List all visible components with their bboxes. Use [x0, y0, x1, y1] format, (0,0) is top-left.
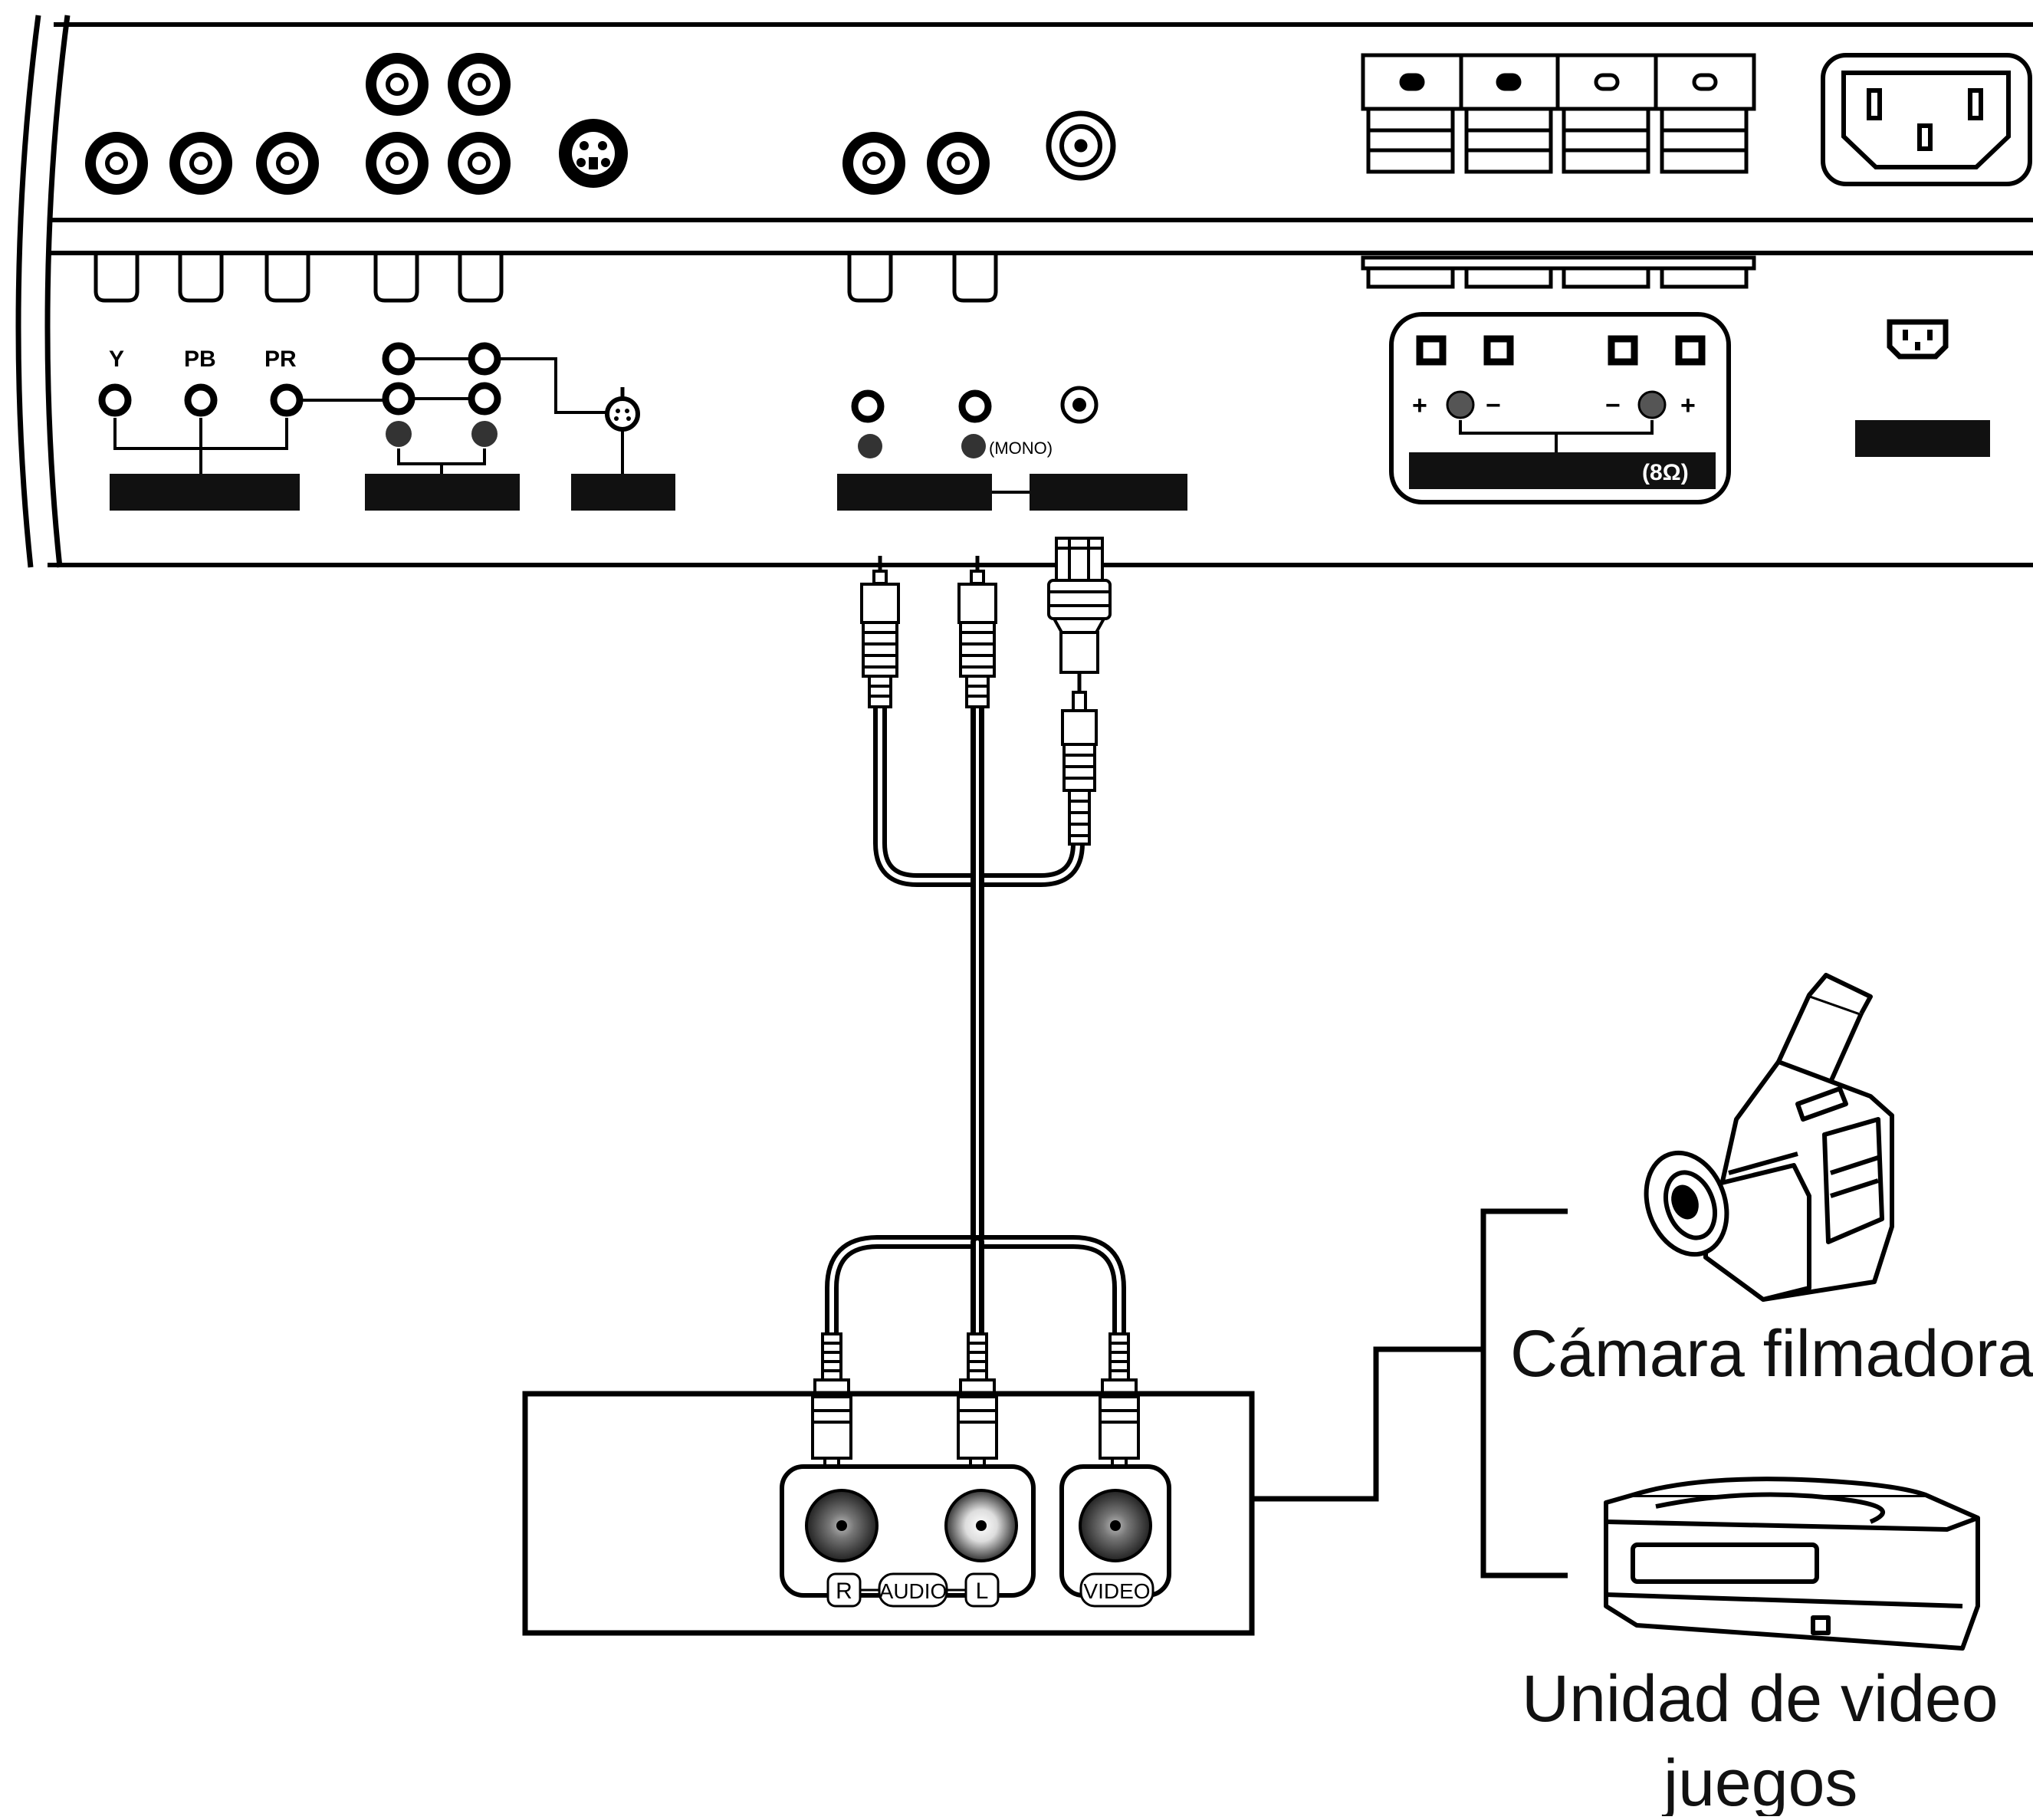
rca-jack-top — [85, 53, 1116, 195]
jack-label-audio: AUDIO — [879, 1579, 948, 1603]
label-pr: PR — [264, 347, 297, 372]
component-input-label-bar — [110, 474, 300, 511]
ac-input-label-bar — [1855, 420, 1990, 457]
component-input-group: Y PB PR — [98, 347, 387, 511]
s-video-jack-icon — [559, 119, 628, 188]
game-console-label-line2: juegos — [1661, 1746, 1857, 1816]
svg-text:−: − — [1605, 391, 1621, 420]
av-input-group: (MONO) — [837, 386, 1187, 511]
speaker-terminal-block — [1361, 53, 1756, 174]
power-socket-icon — [1821, 53, 2032, 186]
audio-input-label-bar — [365, 474, 520, 511]
speaker-label-bar — [1409, 452, 1716, 489]
external-av-device: R AUDIO L VIDEO — [522, 1391, 1255, 1636]
external-speaker-group: + − − + (8Ω) — [1389, 312, 1731, 504]
ac-input-group — [1855, 319, 1990, 457]
mono-label: (MONO) — [989, 439, 1053, 458]
device-bracket — [1252, 1208, 1568, 1579]
jack-label-video: VIDEO — [1083, 1579, 1150, 1603]
svg-text:+: + — [1412, 391, 1427, 420]
bnc-plug-icon — [1047, 537, 1112, 846]
label-pb: PB — [184, 347, 216, 372]
ohm-label: (8Ω) — [1642, 460, 1689, 485]
tv-rear-panel — [15, 15, 2033, 568]
audio-input-label-bar-2 — [837, 474, 992, 511]
s-video-label-bar — [571, 474, 675, 511]
av-cable — [825, 698, 1126, 1345]
svg-text:+: + — [1680, 391, 1696, 420]
video-input-label-bar — [1030, 474, 1187, 511]
jack-label-l: L — [976, 1579, 989, 1604]
svg-text:−: − — [1486, 391, 1501, 420]
game-console-label-line1: Unidad de video — [1522, 1662, 1999, 1736]
jack-housing-row — [94, 253, 1756, 303]
top-jack-row — [85, 53, 2032, 195]
rca-plug-icon — [860, 556, 997, 708]
label-y: Y — [109, 347, 124, 372]
camcorder-icon — [1644, 973, 1894, 1302]
device-plugs — [811, 1332, 1140, 1481]
s-video-group — [571, 387, 675, 511]
audio-input-group-left — [365, 342, 606, 511]
camcorder-label: Cámara filmadora — [1510, 1317, 2033, 1391]
game-console-icon — [1604, 1477, 1980, 1651]
jack-label-r: R — [836, 1579, 852, 1604]
